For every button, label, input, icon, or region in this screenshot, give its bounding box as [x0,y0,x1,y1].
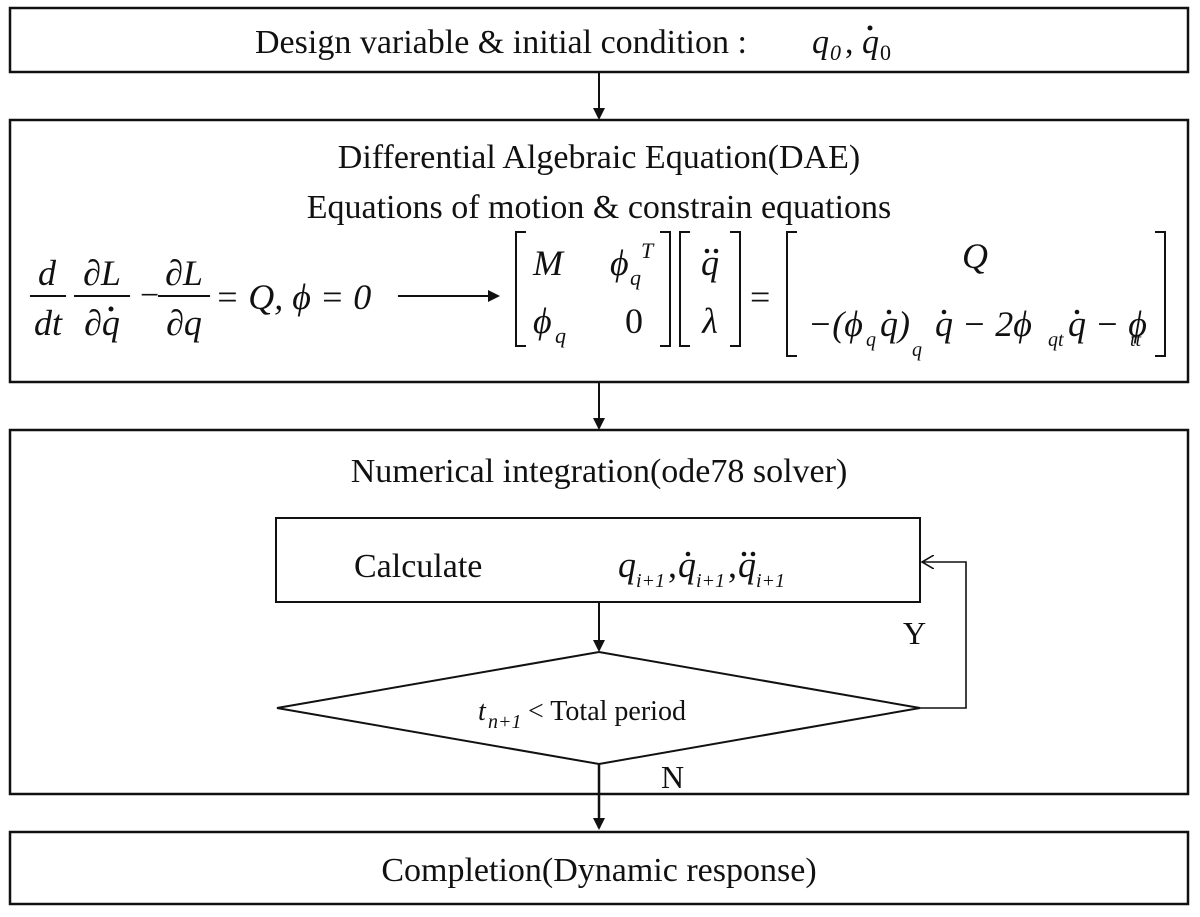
design-var-qdot: q [862,24,879,61]
svg-text:q: q [738,545,756,585]
svg-text:ϕ: ϕ [533,301,552,341]
completion-label: Completion(Dynamic response) [381,852,816,889]
rhs-vector: Q −(ϕ q q) q q − 2ϕ qt q − ϕ tt [786,231,1166,361]
svg-text:T: T [641,238,655,263]
svg-text:,: , [668,545,677,585]
dae-subtitle: Equations of motion & constrain equation… [307,189,892,226]
svg-text:∂L: ∂L [83,253,121,293]
svg-text:∂L: ∂L [165,253,203,293]
integration-title: Numerical integration(ode78 solver) [351,453,848,490]
completion-box: Completion(Dynamic response) [8,830,1190,906]
svg-text:tt: tt [1130,329,1142,351]
svg-text:i+1: i+1 [636,570,665,592]
design-box: Design variable & initial condition : q … [8,6,1190,74]
svg-text:dt: dt [34,303,63,343]
svg-text:q: q [701,243,719,283]
svg-text:−(ϕ: −(ϕ [808,304,863,344]
calculate-label: Calculate [354,548,482,585]
lagrange-equation: d dt ∂L ∂q − ∂L ∂q = Q, ϕ = 0 [30,253,371,343]
svg-text:,: , [728,545,737,585]
decision-t-sub: n+1 [488,711,522,733]
svg-text:q): q) [880,304,910,344]
svg-text:∂q: ∂q [84,303,120,343]
svg-text:q − ϕ: q − ϕ [1068,304,1147,344]
dae-title: Differential Algebraic Equation(DAE) [338,139,860,176]
svg-text:q: q [912,339,922,361]
svg-text:λ: λ [701,301,718,341]
svg-text:q: q [618,545,636,585]
svg-text:d: d [38,253,57,293]
integration-box: Numerical integration(ode78 solver) Calc… [8,428,1190,796]
decision-text: < Total period [528,696,686,727]
design-label: Design variable & initial condition : [255,24,747,61]
svg-text:qt: qt [1048,329,1064,351]
svg-text:q: q [866,329,876,351]
design-var-q-sub: 0 [830,40,841,65]
yes-label: Y [903,615,926,651]
design-var-qdot-sub: 0 [880,40,891,65]
svg-text:q − 2ϕ: q − 2ϕ [935,304,1032,344]
svg-text:= Q, ϕ = 0: = Q, ϕ = 0 [215,277,371,317]
dae-box: Differential Algebraic Equation(DAE) Equ… [8,118,1190,384]
decision-diamond: t n+1 < Total period [276,650,921,766]
svg-text:0: 0 [625,301,643,341]
no-label: N [661,759,684,795]
svg-text:q: q [678,545,696,585]
svg-text:ϕ: ϕ [610,243,629,283]
dot-accent-icon [867,25,873,31]
unknown-vector: q λ [679,231,741,347]
svg-text:q: q [555,323,566,348]
svg-text:q: q [630,265,641,290]
svg-text:Q: Q [962,236,988,276]
svg-text:M: M [532,243,565,283]
svg-text:i+1: i+1 [756,570,785,592]
calculate-box: Calculate q i+1 , q i+1 , q i+1 [275,517,921,603]
svg-text:i+1: i+1 [696,570,725,592]
arrow-loop-yes [920,562,967,709]
matrix-equals: = [750,277,770,317]
svg-text:∂q: ∂q [166,303,202,343]
design-var-q: q [812,24,829,61]
system-matrix: M ϕ q T ϕ q 0 [515,231,671,348]
svg-text:,: , [845,24,854,61]
decision-t: t [478,696,487,727]
svg-text:−: − [140,277,159,314]
